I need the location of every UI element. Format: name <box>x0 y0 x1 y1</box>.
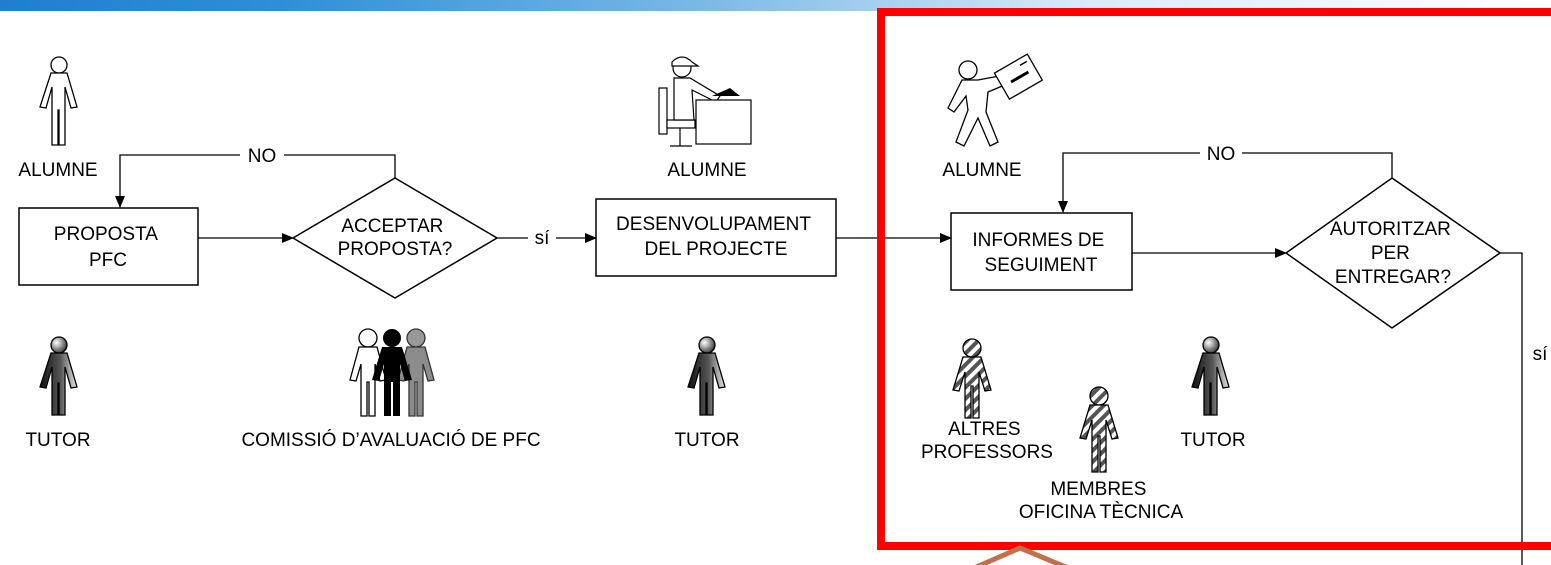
autoritzar-entregar-label: AUTORITZAR PER ENTREGAR? <box>1330 219 1456 288</box>
no-label: NO <box>248 146 277 167</box>
actor-alumne-label: ALUMNE <box>942 160 1021 181</box>
callout-arrow <box>974 545 1068 565</box>
actor-altres-professors-label: ALTRES PROFESSORS <box>921 419 1053 463</box>
tutor-icon <box>1191 336 1230 416</box>
actor-tutor-label: TUTOR <box>25 430 90 451</box>
proposta-pfc-box <box>18 207 199 286</box>
informes-seguiment-box <box>950 212 1133 291</box>
informes-seguiment-label: INFORMES DE SEGUIMENT <box>972 230 1109 276</box>
alumne-at-desk-icon <box>658 56 752 147</box>
desenvolupament-box <box>595 198 837 277</box>
acceptar-proposta-label: ACCEPTAR PROPOSTA? <box>338 216 453 260</box>
no-loop-line-2 <box>1242 152 1393 178</box>
no-loop-line-1 <box>284 154 396 178</box>
tutor-icon <box>687 336 726 416</box>
header-gradient-bar <box>0 0 1551 11</box>
comissio-group-icon <box>349 328 435 417</box>
actor-alumne-label: ALUMNE <box>18 160 97 181</box>
membres-oficina-icon <box>1079 386 1119 473</box>
autoritzar-entregar-decision <box>1284 177 1502 329</box>
no-loop-arrow-2 <box>1058 152 1200 213</box>
actor-comissio-label: COMISSIÓ D’AVALUACIÓ DE PFC <box>241 429 540 451</box>
altres-professors-icon <box>952 338 992 419</box>
si-exit-line <box>1500 252 1523 565</box>
acceptar-proposta-decision <box>291 177 499 299</box>
actor-membres-oficina-label: MEMBRES OFICINA TÈCNICA <box>1019 479 1184 523</box>
proposta-pfc-label: PROPOSTA PFC <box>54 224 162 271</box>
tutor-icon <box>39 336 78 416</box>
no-loop-arrow-1 <box>115 154 240 208</box>
alumne-icon <box>39 56 78 146</box>
actor-tutor-label: TUTOR <box>1180 430 1245 451</box>
si-label: sí <box>535 228 551 249</box>
no-label: NO <box>1207 144 1236 165</box>
desenvolupament-label: DESENVOLUPAMENT DEL PROJECTE <box>616 214 816 260</box>
highlight-frame <box>877 8 1551 550</box>
actor-tutor-label: TUTOR <box>674 430 739 451</box>
actor-alumne-label: ALUMNE <box>667 160 746 181</box>
alumne-delivering-icon <box>947 53 1044 147</box>
si-label: sí <box>1533 344 1549 365</box>
